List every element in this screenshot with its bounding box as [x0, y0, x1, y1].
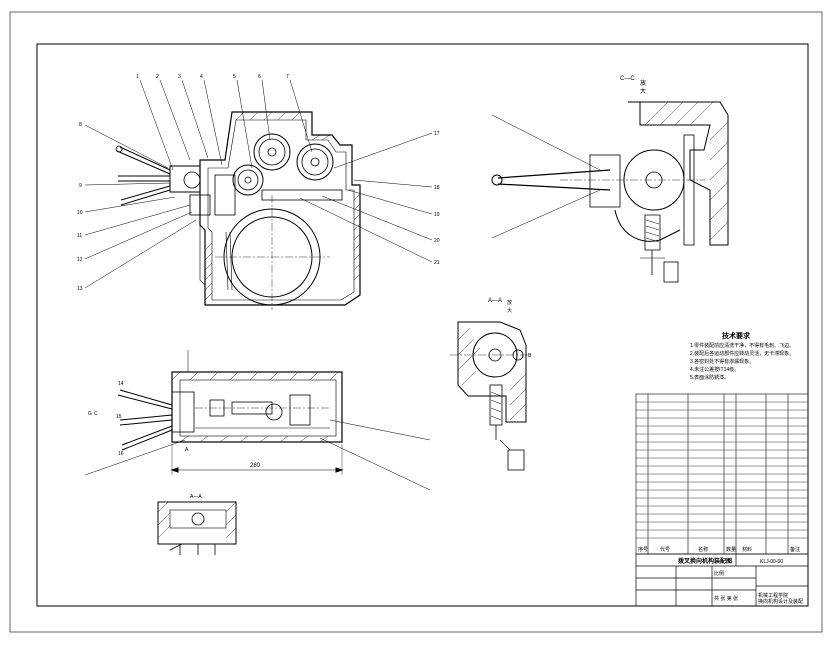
marker-14: 14 [118, 381, 124, 387]
section-aa-sub2: 大 [507, 307, 512, 314]
marker-16: 16 [118, 451, 124, 457]
parts-list-columns: 序号 代号 名称 数量 材料 备注 [638, 546, 800, 553]
section-cc-view [491, 101, 729, 283]
marker-c: C [94, 411, 98, 417]
svg-text:8: 8 [79, 122, 82, 128]
technical-requirements: 技术要求 1.零件装配前应清洗干净，不得有毛刺、飞边。 2.装配后各运动部件应转… [690, 331, 794, 381]
tech-req-line-4: 4.未注公差按IT14级。 [690, 366, 739, 373]
svg-text:12: 12 [77, 257, 83, 263]
school-name: 机械工程学院 [758, 592, 788, 599]
svg-text:3: 3 [178, 74, 181, 80]
svg-text:13: 13 [77, 286, 83, 292]
col-code: 代号 [660, 546, 670, 553]
outer-frame [9, 11, 823, 633]
svg-text:20: 20 [434, 238, 440, 244]
marker-g: G [88, 411, 92, 417]
svg-text:19: 19 [434, 212, 440, 218]
marker-15: 15 [116, 414, 122, 420]
svg-text:6: 6 [258, 74, 261, 80]
section-cc-label: C—C [620, 76, 635, 82]
tech-req-line-3: 3.各密封处不得有渗漏现象。 [690, 358, 754, 365]
project-name: 换向机构设计及装配 [758, 598, 803, 605]
section-aa-sub: 放 [507, 299, 512, 306]
drawing-title: 拨叉换向机构装配图 [678, 557, 732, 565]
main-assembly-view [115, 111, 361, 310]
section-aa-label: A—A [488, 298, 502, 304]
svg-text:7: 7 [286, 74, 289, 80]
tech-req-line-1: 1.零件装配前应清洗干净，不得有毛刺、飞边。 [690, 342, 794, 349]
col-remark: 备注 [790, 546, 800, 553]
inner-frame [36, 43, 809, 607]
parts-list [635, 393, 809, 555]
bottom-marker-a: A [185, 447, 189, 453]
bottom-section-view [84, 350, 431, 491]
leader-lines-main [84, 79, 433, 289]
section-cc-sub: 放 [640, 79, 646, 87]
col-no: 序号 [638, 546, 648, 553]
dimension-280: 280 [250, 463, 261, 469]
drawing-number: KLJ-00-00 [760, 559, 783, 565]
section-aa-view [450, 321, 530, 471]
svg-text:1: 1 [136, 74, 139, 80]
svg-text:17: 17 [434, 131, 440, 137]
col-qty: 数量 [726, 546, 736, 553]
svg-text:21: 21 [434, 260, 440, 266]
svg-text:4: 4 [200, 74, 203, 80]
svg-text:5: 5 [233, 74, 236, 80]
col-name: 名称 [698, 546, 708, 553]
side-marker-b: B [528, 353, 532, 359]
tech-req-title: 技术要求 [722, 331, 751, 340]
tech-req-line-5: 5.表面涂防锈漆。 [690, 374, 729, 381]
small-section-view [157, 501, 237, 555]
small-section-label: A—A [190, 494, 202, 500]
svg-text:18: 18 [434, 185, 440, 191]
scale-label: 比例 [714, 570, 724, 577]
svg-text:9: 9 [79, 183, 82, 189]
section-cc-sub2: 大 [640, 87, 646, 95]
title-block [635, 553, 809, 607]
svg-text:11: 11 [77, 233, 82, 239]
svg-text:10: 10 [77, 210, 83, 216]
tech-req-line-2: 2.装配后各运动部件应转动灵活，无卡滞现象。 [690, 350, 794, 357]
sheet-label: 共 张 第 张 [714, 595, 738, 602]
svg-text:2: 2 [156, 74, 159, 80]
col-material: 材料 [742, 546, 752, 553]
